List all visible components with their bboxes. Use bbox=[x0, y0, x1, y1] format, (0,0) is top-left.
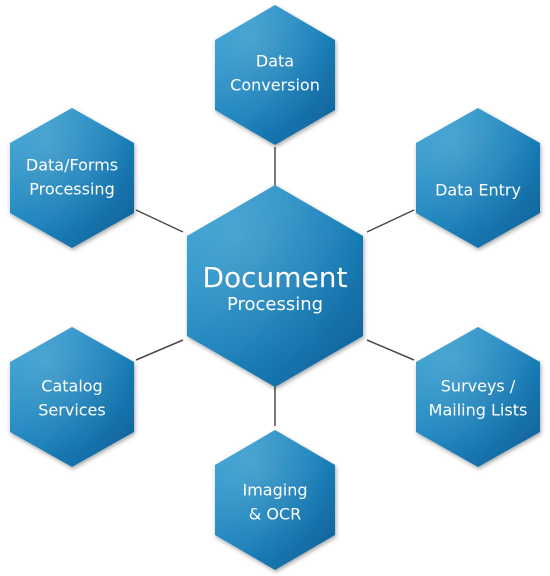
connector-data-forms bbox=[135, 209, 184, 233]
hexagon-catalog-services: Catalog Services bbox=[10, 327, 134, 467]
hexagon-shine bbox=[10, 108, 134, 248]
connectors bbox=[135, 147, 415, 426]
node-label-line1: Data Entry bbox=[435, 181, 521, 200]
hexagon-imaging-ocr: Imaging & OCR bbox=[215, 430, 335, 570]
node-label-line2: Conversion bbox=[230, 76, 320, 95]
node-label-line2: Processing bbox=[29, 180, 114, 199]
hexagon-shine bbox=[215, 5, 335, 145]
center-hexagon-shine bbox=[187, 185, 363, 387]
hexagon-document-processing: Document Processing bbox=[187, 185, 363, 387]
node-label-line1: Catalog bbox=[41, 377, 102, 396]
hexagon-shine bbox=[416, 108, 540, 248]
hexagon-shine bbox=[10, 327, 134, 467]
connector-catalog bbox=[135, 339, 184, 361]
connector-surveys bbox=[366, 339, 415, 361]
node-label-line2: & OCR bbox=[249, 505, 301, 524]
hexagon-shine bbox=[215, 430, 335, 570]
hexagon-surveys-mailing-lists: Surveys / Mailing Lists bbox=[416, 327, 540, 467]
center-title: Document bbox=[202, 261, 347, 294]
hexagon-shine bbox=[416, 327, 540, 467]
hexagon-data-entry: Data Entry bbox=[416, 108, 540, 248]
node-label-line1: Surveys / bbox=[441, 377, 516, 396]
node-label-line2: Services bbox=[38, 401, 105, 420]
node-label-line1: Imaging bbox=[242, 481, 307, 500]
connector-data-entry bbox=[366, 209, 415, 233]
node-label-line2: Mailing Lists bbox=[429, 401, 528, 420]
node-label-line1: Data bbox=[256, 52, 294, 71]
center-subtitle: Processing bbox=[227, 294, 323, 315]
hexagon-data-conversion: Data Conversion bbox=[215, 5, 335, 145]
hexagon-data-forms-processing: Data/Forms Processing bbox=[10, 108, 134, 248]
node-label-line1: Data/Forms bbox=[26, 156, 118, 175]
